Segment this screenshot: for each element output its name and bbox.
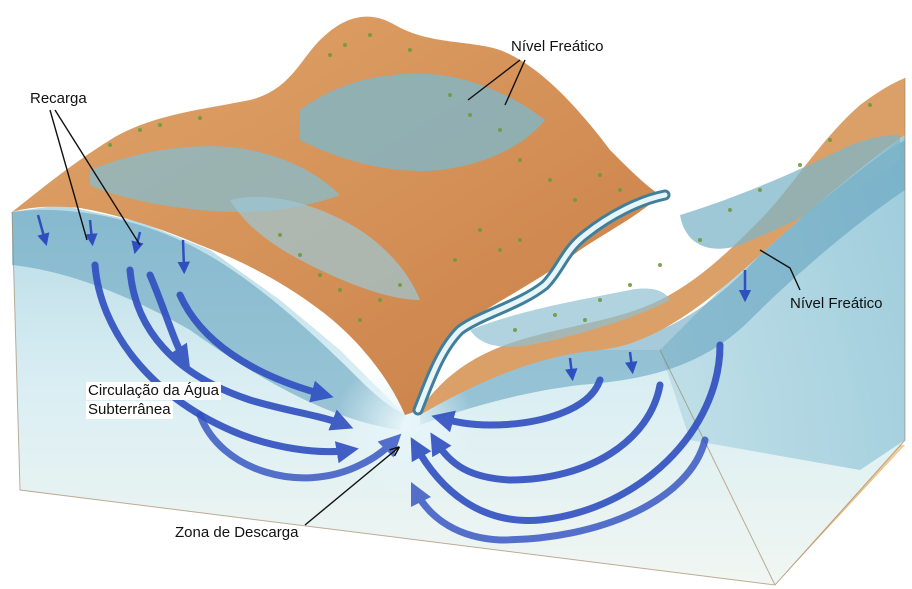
label-discharge-zone: Zona de Descarga: [175, 524, 298, 542]
label-water-table-top: Nível Freático: [511, 38, 604, 56]
label-groundwater-circulation-line1: Circulação da Água: [86, 382, 221, 400]
label-groundwater-circulation-line2: Subterrânea: [86, 401, 173, 419]
label-recharge: Recarga: [30, 90, 87, 108]
recharge-arrow: [183, 240, 184, 268]
label-water-table-right: Nível Freático: [790, 295, 883, 313]
